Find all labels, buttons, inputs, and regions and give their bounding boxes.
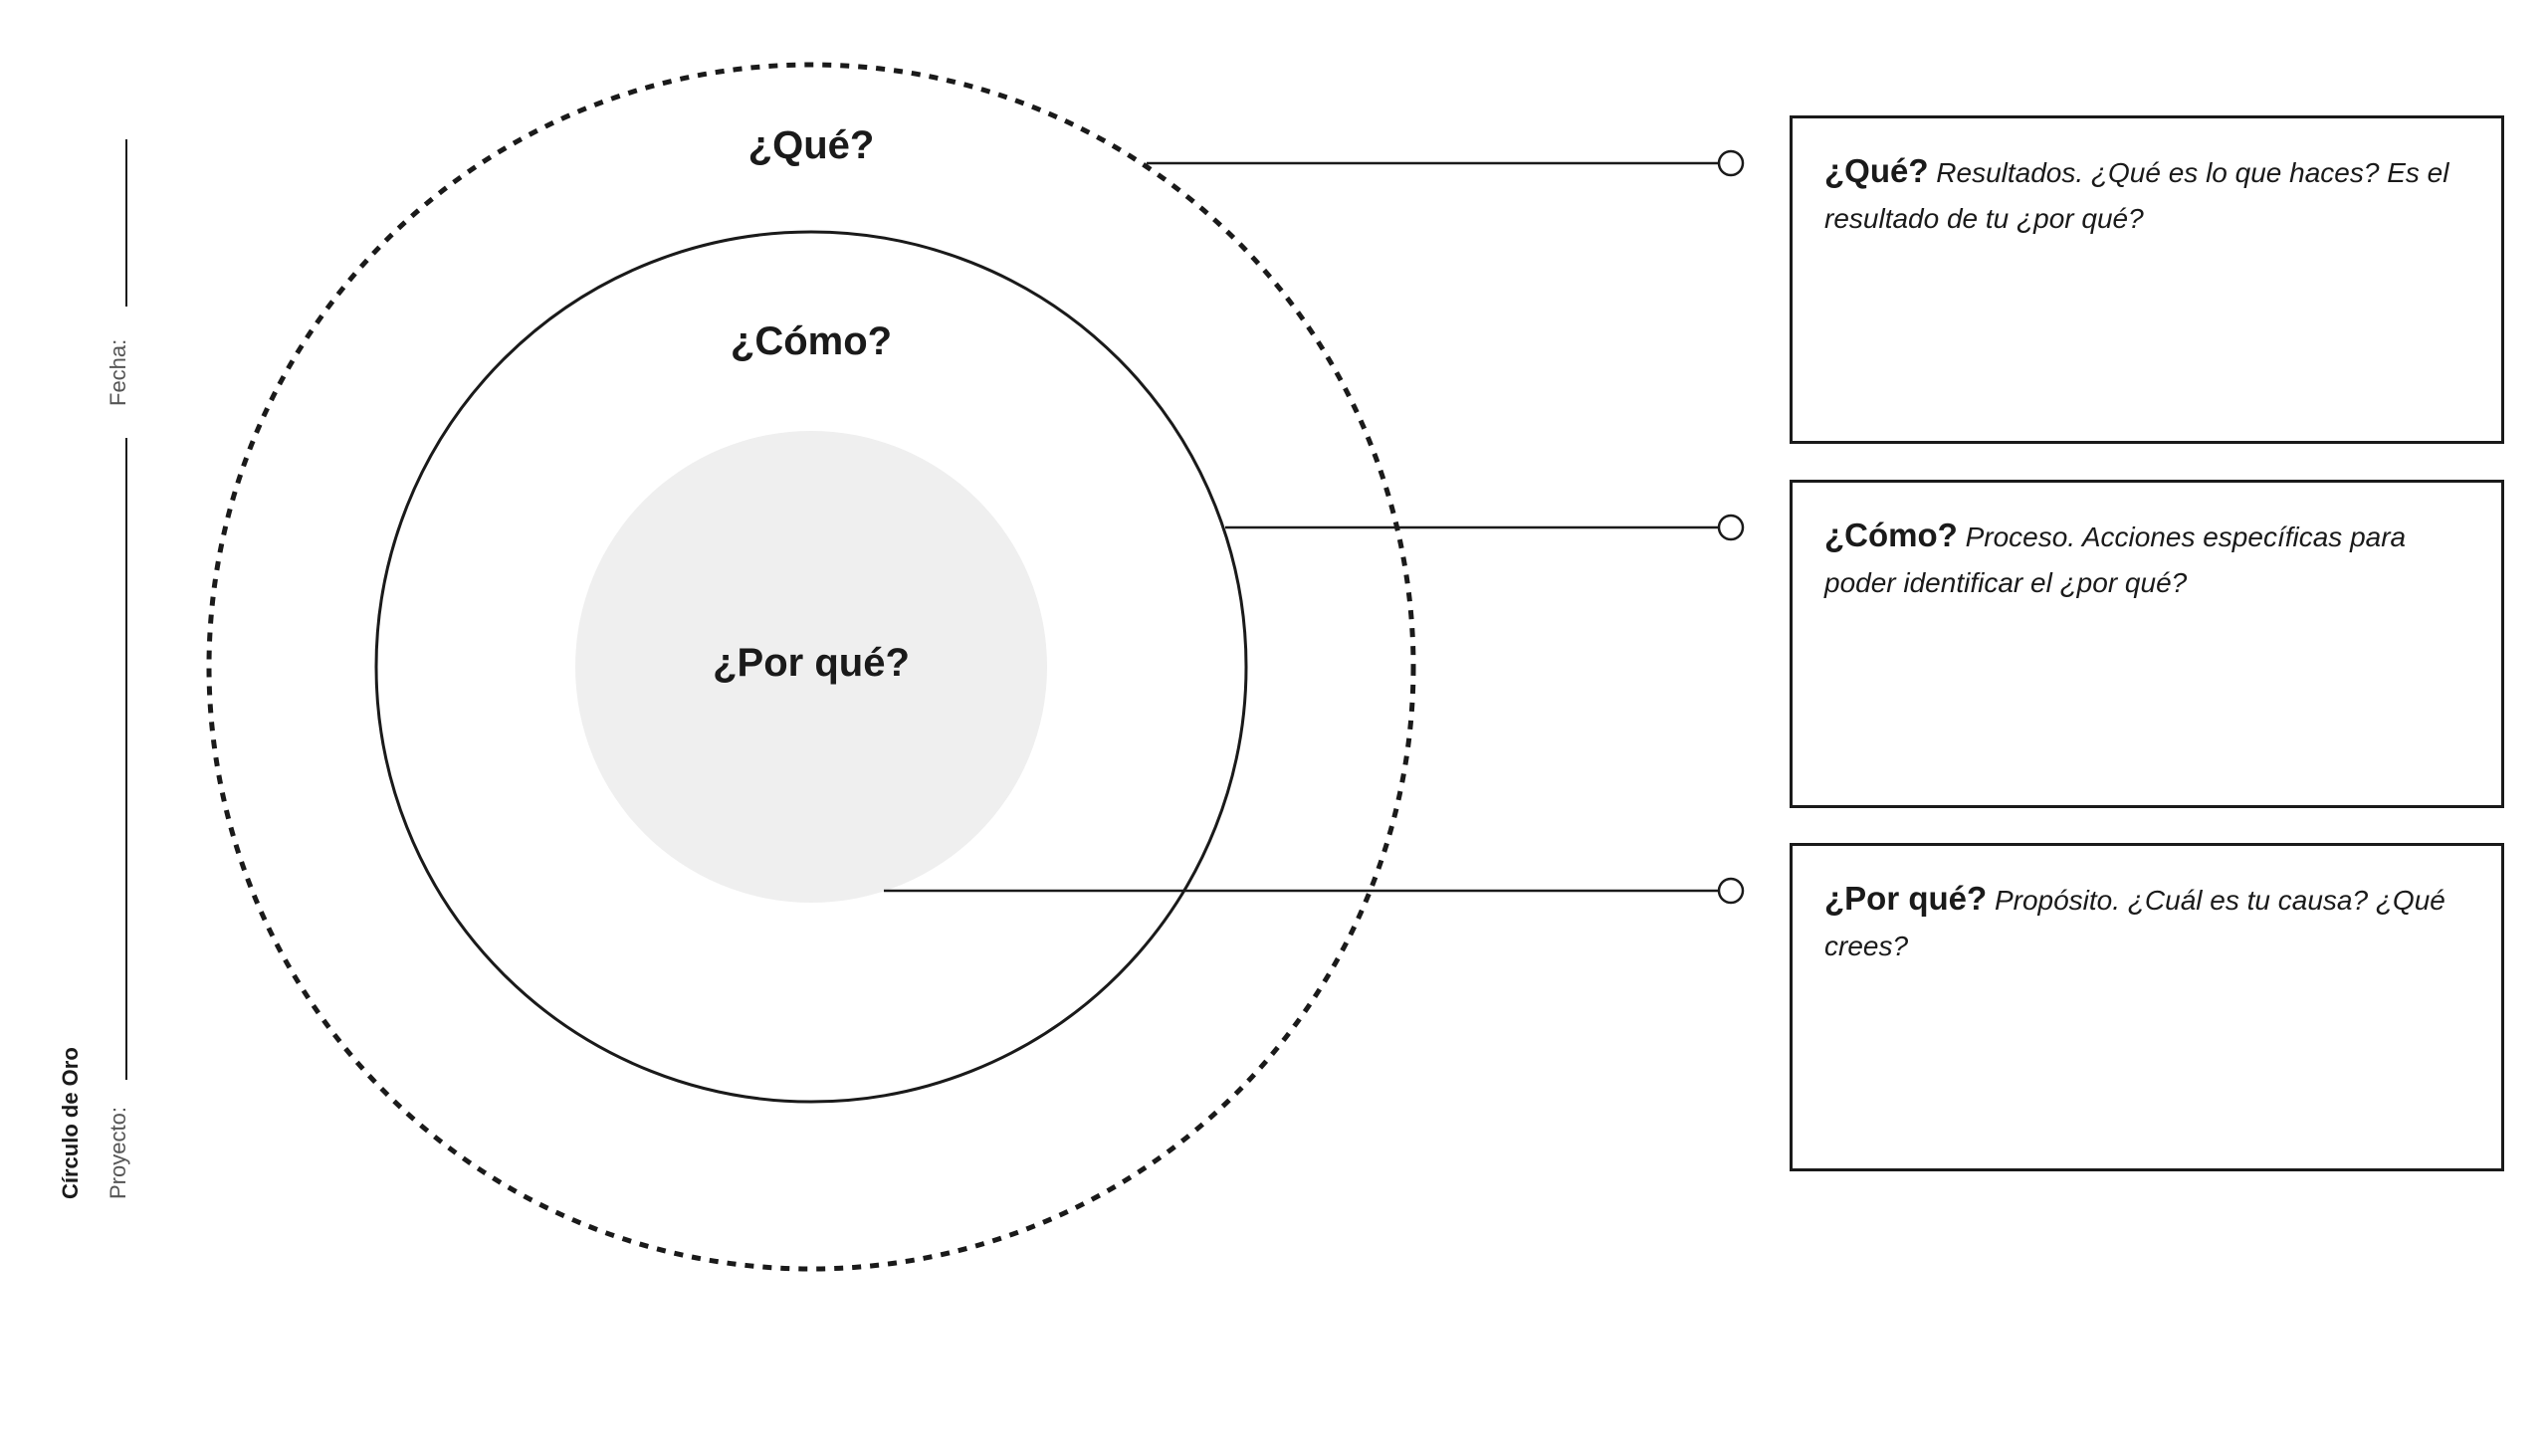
outer-circle-what — [206, 62, 1416, 1272]
inner-circle-why — [575, 431, 1047, 903]
connector-why-end — [1717, 877, 1745, 905]
outer-circle-label: ¿Qué? — [748, 123, 875, 167]
worksheet-title: Círculo de Oro — [58, 1047, 83, 1199]
box-what-title: ¿Qué? — [1824, 152, 1929, 189]
project-label: Proyecto: — [106, 1107, 130, 1199]
box-what-description: Resultados. ¿Qué es lo que haces? Es el … — [1824, 157, 2449, 234]
box-how-description: Proceso. Acciones específicas para poder… — [1824, 521, 2407, 598]
date-label: Fecha: — [106, 339, 130, 406]
box-why[interactable]: ¿Por qué? Propósito. ¿Cuál es tu causa? … — [1790, 843, 2504, 1171]
box-how-text: ¿Cómo? Proceso. Acciones específicas par… — [1824, 513, 2469, 606]
inner-circle-label: ¿Por qué? — [713, 641, 910, 685]
box-what[interactable]: ¿Qué? Resultados. ¿Qué es lo que haces? … — [1790, 115, 2504, 444]
middle-circle-label: ¿Cómo? — [731, 319, 892, 363]
box-why-description: Propósito. ¿Cuál es tu causa? ¿Qué crees… — [1824, 885, 2445, 961]
box-how-title: ¿Cómo? — [1824, 517, 1958, 553]
box-what-text: ¿Qué? Resultados. ¿Qué es lo que haces? … — [1824, 148, 2469, 242]
connector-how-end — [1717, 514, 1745, 541]
box-how[interactable]: ¿Cómo? Proceso. Acciones específicas par… — [1790, 480, 2504, 808]
connector-what-end — [1717, 149, 1745, 177]
box-why-title: ¿Por qué? — [1824, 880, 1988, 917]
box-why-text: ¿Por qué? Propósito. ¿Cuál es tu causa? … — [1824, 876, 2469, 969]
